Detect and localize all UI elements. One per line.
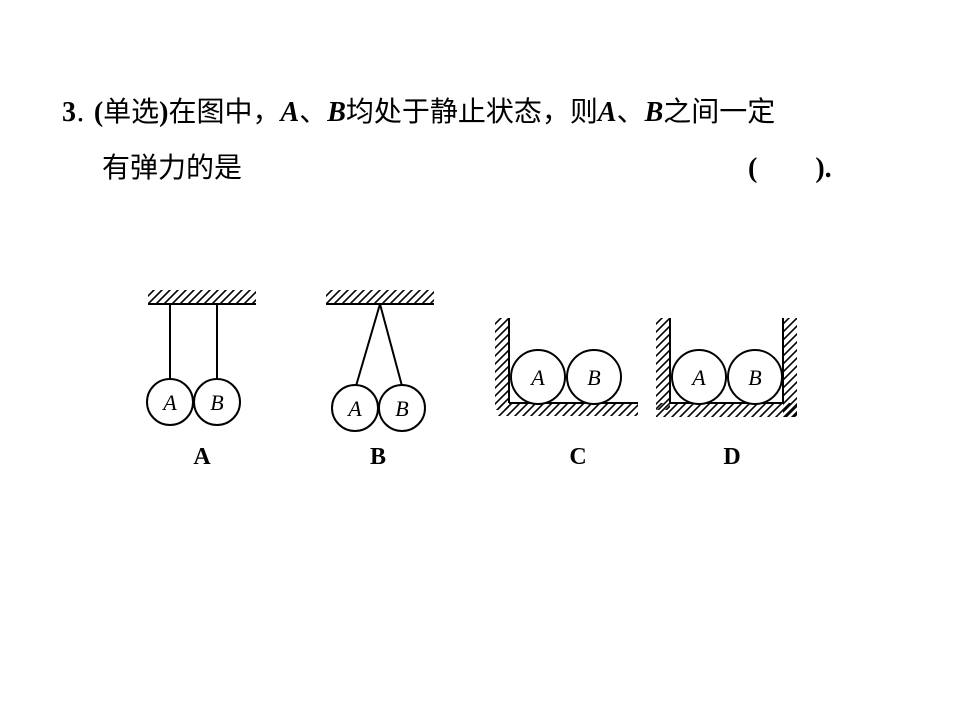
hatch-stroke — [633, 411, 638, 416]
separator-2: 、 — [616, 95, 645, 128]
answer-open: ( — [748, 153, 758, 184]
hatch-stroke — [798, 401, 816, 419]
figure-b-string-right — [379, 303, 403, 387]
hatch-stroke — [656, 324, 670, 342]
figure-a: A B A — [114, 288, 292, 470]
figure-d-ball-b — [727, 349, 783, 405]
hatch-stroke — [292, 288, 310, 306]
separator-1: 、 — [299, 95, 328, 128]
type-open: ( — [93, 97, 104, 128]
question-line-1: 3. (单选)在图中，A、B均处于静止状态，则A、B之间一定 — [62, 94, 775, 131]
hatch-stroke — [300, 288, 318, 306]
hatch-stroke — [274, 288, 292, 306]
hatch-stroke — [148, 290, 156, 298]
hatch-stroke — [792, 412, 797, 417]
figure-d-ball-b-label: B — [748, 365, 761, 390]
hatch-stroke — [783, 324, 797, 342]
hatch-stroke — [782, 403, 797, 417]
number-dot: . — [76, 95, 85, 128]
hatch-stroke — [808, 316, 911, 419]
stem-part-4: 有弹力的是 — [102, 151, 243, 184]
hatch-stroke — [308, 288, 326, 306]
question-number: 3 — [62, 97, 76, 128]
question-type: 单选 — [103, 95, 160, 128]
figure-c-left-wall — [495, 318, 510, 410]
figure-c-ball-b-label: B — [587, 365, 600, 390]
hatch-stroke — [114, 288, 132, 306]
hatch-stroke — [495, 332, 509, 350]
hatch-stroke — [641, 401, 658, 418]
hatch-stroke — [465, 401, 482, 418]
hatch-stroke — [783, 388, 797, 406]
hatch-stroke — [656, 403, 672, 417]
option-label-c: C — [569, 444, 586, 470]
figure-d: A B D — [638, 316, 919, 470]
hatch-stroke — [774, 403, 792, 417]
hatch-stroke — [266, 288, 284, 306]
figure-b-ball-b — [378, 384, 426, 432]
hatch-stroke — [498, 403, 506, 411]
option-label-a: A — [193, 444, 211, 470]
hatch-stroke — [326, 290, 334, 298]
hatch-stroke — [656, 356, 670, 374]
hatch-stroke — [495, 318, 509, 334]
figure-c-ball-a-label: A — [529, 365, 545, 390]
figure-a-ball-b-label: B — [210, 390, 223, 415]
figure-a-ceiling — [114, 288, 292, 306]
object-a-2: A — [597, 97, 617, 128]
hatch-stroke — [783, 356, 797, 374]
hatch-stroke — [806, 401, 824, 419]
hatch-stroke — [656, 403, 664, 411]
figure-c-ball-b — [566, 349, 622, 405]
hatch-stroke — [495, 388, 509, 406]
hatch-stroke — [122, 288, 140, 306]
hatch-stroke — [495, 356, 509, 374]
hatch-stroke — [473, 401, 490, 418]
option-label-d: D — [723, 444, 740, 470]
figure-d-right-wall — [782, 316, 919, 419]
hatch-stroke — [638, 401, 656, 419]
hatch-stroke — [783, 364, 797, 382]
figure-b-string-left — [355, 303, 381, 387]
hatch-stroke — [258, 288, 276, 306]
hatch-stroke — [790, 410, 797, 417]
figure-a-ball-a-label: A — [161, 390, 177, 415]
object-b-2: B — [644, 97, 664, 128]
figure-a-ball-b — [193, 378, 241, 426]
hatch-stroke — [656, 388, 670, 406]
hatch-stroke — [495, 324, 509, 342]
figure-d-ball-a-label: A — [690, 365, 706, 390]
hatch-stroke — [814, 401, 832, 419]
hatch-stroke — [436, 288, 454, 306]
hatch-stroke — [452, 288, 470, 306]
figure-d-left-wall — [656, 318, 671, 410]
hatch-stroke — [800, 316, 903, 419]
type-close: ) — [159, 97, 169, 128]
object-b: B — [327, 97, 346, 128]
hatch-stroke — [784, 404, 797, 417]
hatch-stroke — [625, 403, 638, 416]
stem-part-1: 在图中， — [168, 95, 281, 128]
answer-close: ). — [815, 153, 832, 184]
figure-b-ceiling — [292, 288, 470, 306]
stem-part-2: 均处于静止状态，则 — [345, 95, 598, 128]
hatch-stroke — [783, 396, 797, 414]
figure-c-ball-a — [510, 349, 566, 405]
answer-blank: (). — [748, 150, 832, 187]
figure-c: A B C — [465, 318, 658, 470]
hatch-stroke — [130, 288, 148, 306]
object-a: A — [280, 97, 300, 128]
figure-d-floor — [638, 401, 832, 419]
figure-b-ball-b-label: B — [395, 396, 408, 421]
option-label-b: B — [370, 444, 386, 470]
stem-part-3: 之间一定 — [663, 95, 776, 128]
hatch-stroke — [816, 316, 919, 419]
question-line-2: 有弹力的是 — [102, 150, 242, 186]
figure-b: A B B — [292, 288, 470, 470]
hatch-stroke — [444, 288, 462, 306]
figure-d-ball-a — [671, 349, 727, 405]
figure-b-ball-a-label: A — [346, 396, 362, 421]
